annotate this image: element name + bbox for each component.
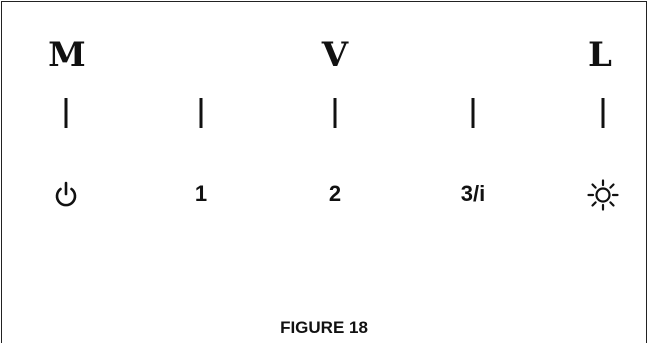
indicator-line-power [64, 98, 68, 128]
speed-2-button[interactable]: 2 [328, 181, 342, 206]
top-label-m: M [48, 35, 86, 75]
speed-3i-button[interactable]: 3/i [460, 181, 486, 206]
top-label-l: L [588, 35, 612, 75]
power-icon[interactable] [51, 180, 81, 210]
indicator-line-1 [199, 98, 203, 128]
indicator-line-light [601, 98, 605, 128]
indicator-line-2 [333, 98, 337, 128]
light-icon[interactable] [586, 178, 620, 212]
figure-caption: FIGURE 18 [280, 318, 368, 337]
top-label-v: V [321, 35, 349, 75]
indicator-line-3i [471, 98, 475, 128]
speed-1-button[interactable]: 1 [194, 181, 208, 206]
